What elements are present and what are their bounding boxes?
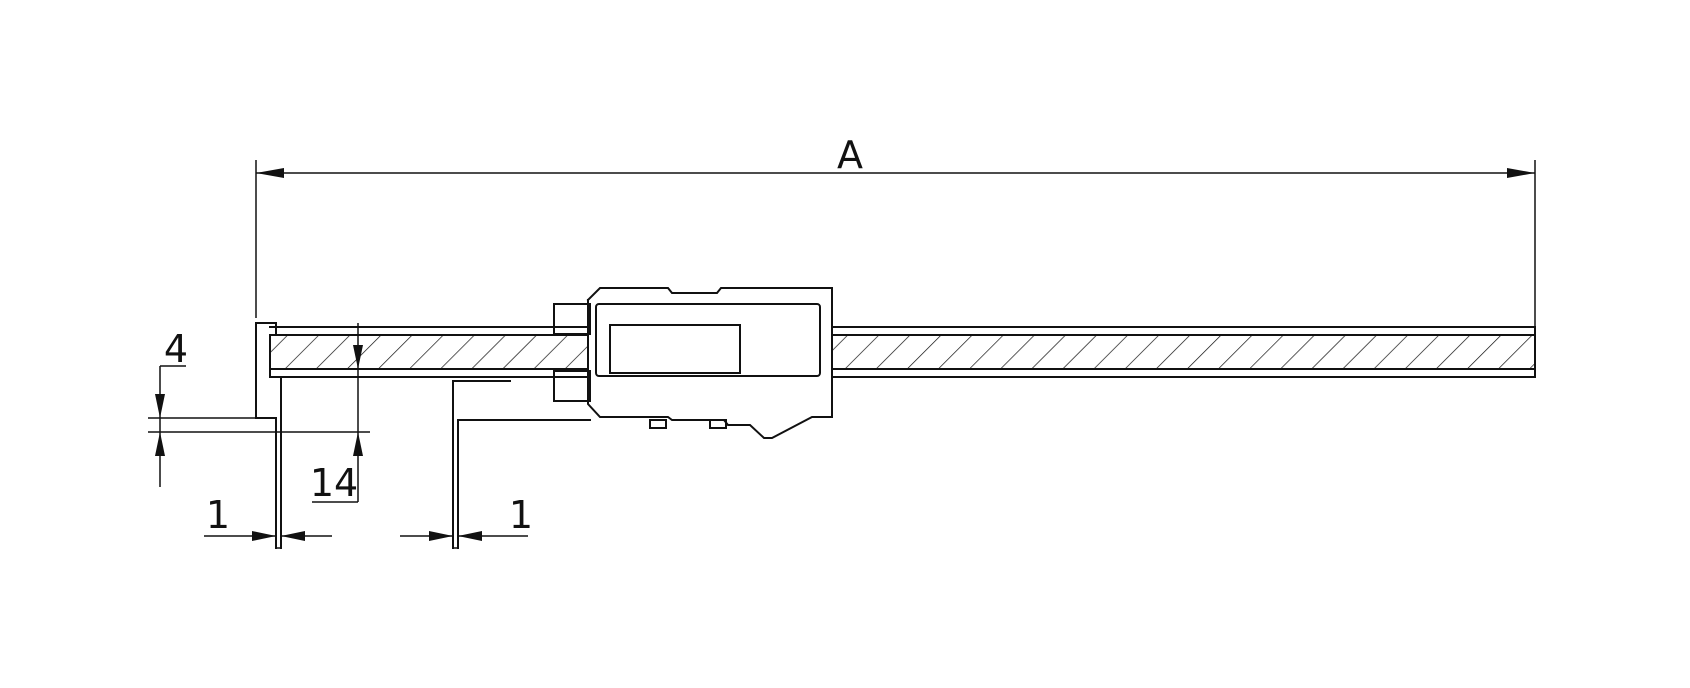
fixed-jaw (255, 322, 282, 549)
slider-button-left (649, 419, 667, 429)
dimension-label-4: 4 (164, 327, 188, 371)
slider-block-top (553, 303, 591, 335)
arrowhead-left (256, 168, 284, 178)
dimension-1-right: 1 (400, 493, 533, 541)
fixed-jaw-outline (255, 322, 277, 549)
beam (269, 326, 1536, 378)
dimension-4: 4 (148, 327, 370, 487)
arrowhead-right (1507, 168, 1535, 178)
slider-button-right (709, 419, 727, 429)
slider-body (553, 287, 833, 439)
beam-hatch-right (832, 335, 1535, 369)
display-frame (595, 303, 821, 377)
dimension-label-1-left: 1 (206, 493, 230, 537)
slider-block-bottom (553, 370, 591, 402)
beam-hatch-left (270, 335, 588, 369)
slider-housing (586, 287, 833, 439)
sliding-jaw (452, 380, 591, 549)
sliding-jaw-outline (452, 380, 511, 549)
dimension-14: 14 (310, 323, 363, 505)
dimension-label-1-right: 1 (509, 493, 533, 537)
dimension-label-a: A (837, 133, 863, 177)
display-window (609, 324, 741, 374)
dimension-a: A (255, 133, 1536, 328)
dimension-label-14: 14 (310, 461, 358, 505)
dimension-1-left: 1 (204, 493, 332, 541)
